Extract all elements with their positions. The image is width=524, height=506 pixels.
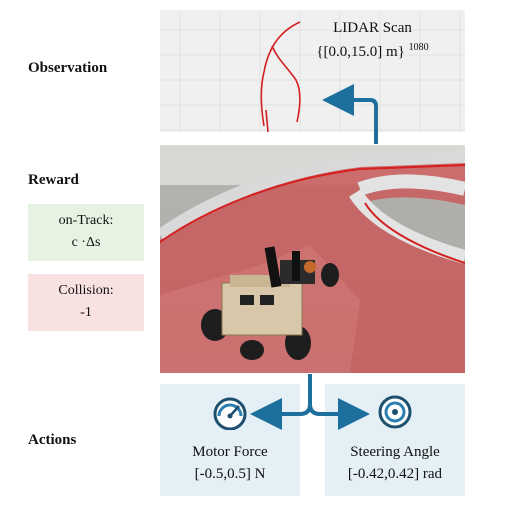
collision-label: Collision: xyxy=(58,283,114,298)
actions-row-label: Actions xyxy=(28,432,77,448)
track-scene xyxy=(160,145,465,373)
motor-force-panel: Motor Force [-0.5,0.5] N xyxy=(160,384,300,496)
lidar-grid xyxy=(160,10,465,132)
steering-angle-panel: Steering Angle [-0.42,0.42] rad xyxy=(325,384,465,496)
collision-reward-box: Collision: -1 xyxy=(28,274,144,331)
lidar-range: {[0.0,15.0] m} 1080 xyxy=(160,42,465,61)
speedometer-icon xyxy=(213,397,247,430)
on-track-value: c ·Δs xyxy=(71,235,101,250)
lidar-range-exponent: 1080 xyxy=(408,42,429,53)
observation-panel: LIDAR Scan {[0.0,15.0] m} 1080 xyxy=(160,10,465,132)
motor-force-range: [-0.5,0.5] N xyxy=(194,466,266,482)
steering-wheel-icon xyxy=(378,395,412,429)
lidar-range-text: {[0.0,15.0] m} xyxy=(316,44,405,60)
reward-row-label: Reward xyxy=(28,172,79,188)
tube-barrier-inner xyxy=(349,174,465,264)
on-track-reward-box: on-Track: c ·Δs xyxy=(28,204,144,261)
steering-angle-range: [-0.42,0.42] rad xyxy=(347,466,443,482)
steering-angle-label: Steering Angle xyxy=(350,444,440,460)
lidar-left-wall xyxy=(260,21,301,127)
robot-track-photo xyxy=(160,145,465,373)
lidar-right-wall xyxy=(271,45,301,123)
motor-force-label: Motor Force xyxy=(192,444,268,460)
robot-car xyxy=(201,246,339,360)
lidar-scan-plot xyxy=(160,10,465,132)
on-track-label: on-Track: xyxy=(58,213,114,228)
collision-value: -1 xyxy=(80,305,92,320)
lidar-title: LIDAR Scan xyxy=(333,20,412,36)
tube-barrier-outer xyxy=(160,151,465,240)
lidar-bottom-segment xyxy=(265,109,269,132)
observation-row-label: Observation xyxy=(28,60,108,76)
